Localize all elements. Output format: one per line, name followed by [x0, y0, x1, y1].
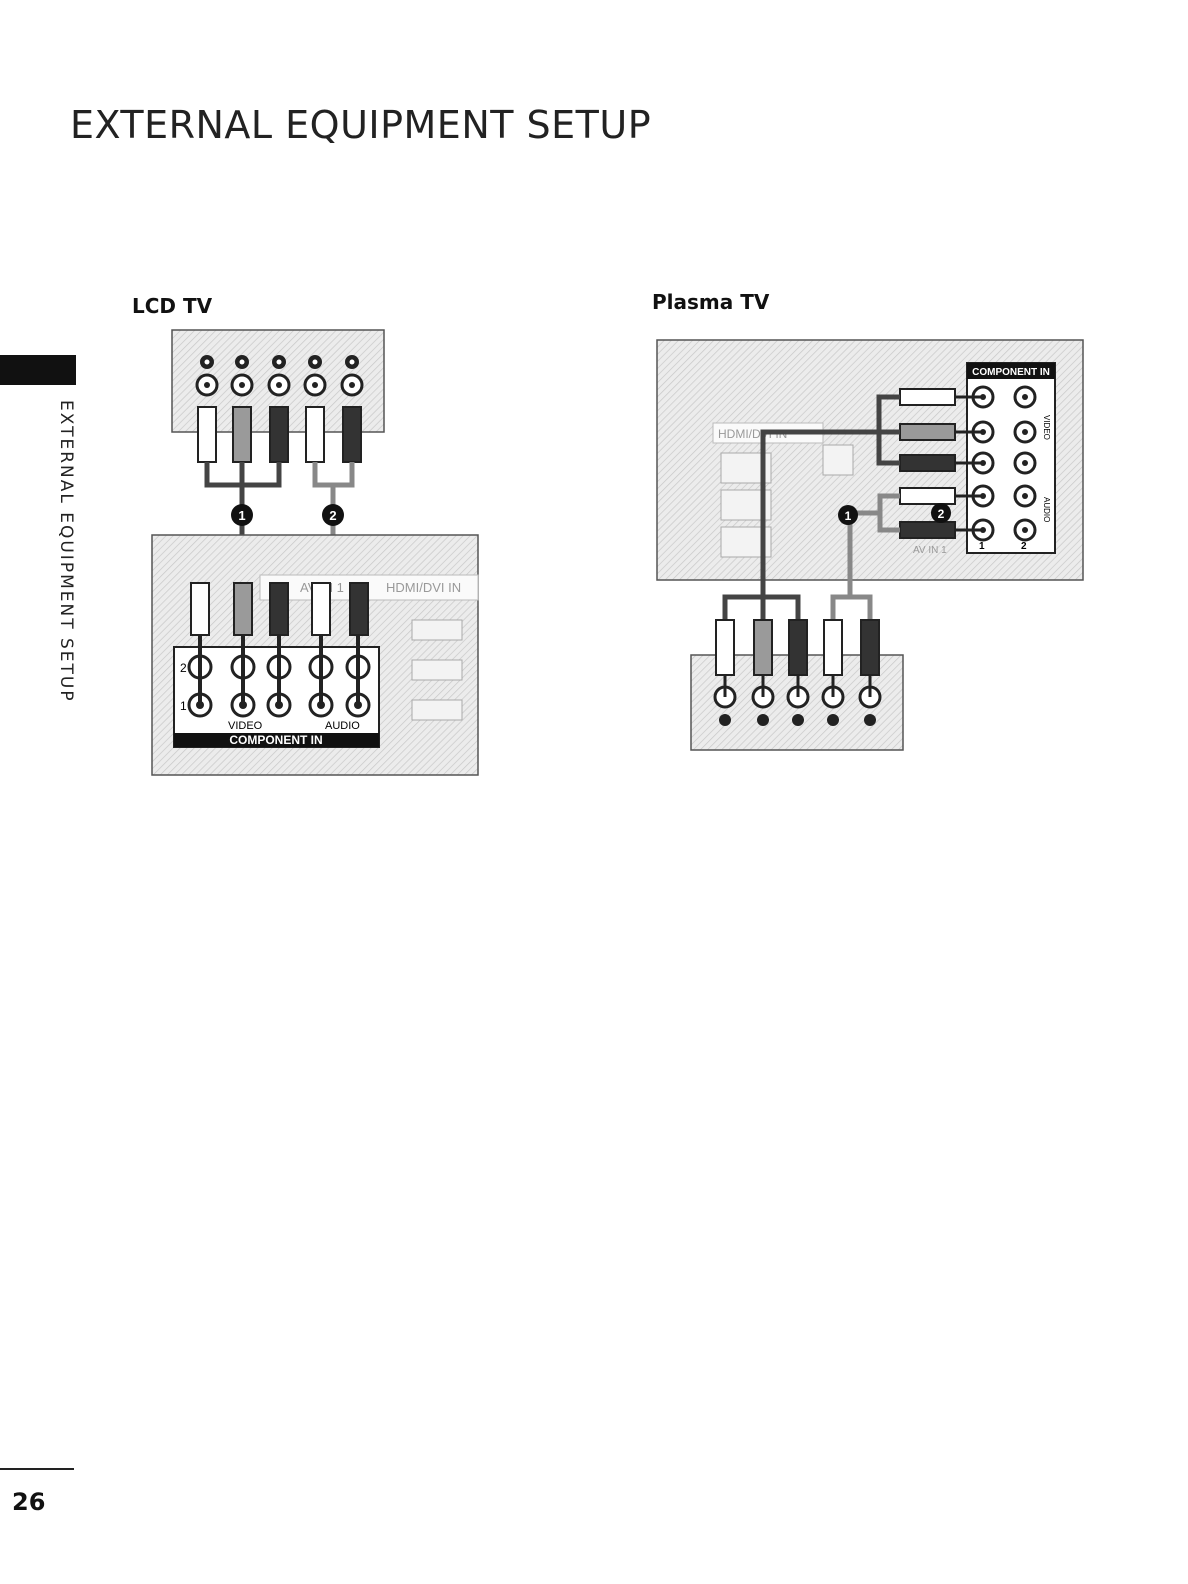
plasma-callout-2: 2: [931, 503, 951, 523]
plug-r-top: [342, 406, 362, 463]
lcd-connection-diagram: 1 2 AV IN 1 HDMI/DVI IN 2 1: [151, 329, 479, 776]
lcd-source-jack-r: [340, 355, 364, 397]
lcd-source-jacks: [195, 355, 364, 397]
plug-pr-top: [269, 406, 289, 463]
plug-l-bottom: [311, 582, 331, 636]
plasma-plug-pr: [899, 454, 956, 472]
plasma-connection-diagram: HDMI/DVI IN AV IN 1 COMPONENT IN 1 2 VID…: [656, 339, 1084, 751]
lcd-top-plugs: [197, 406, 362, 463]
lcd-row-label-1: 1: [180, 699, 187, 713]
lcd-row-label-2: 2: [180, 661, 187, 675]
lcd-component-leads: [198, 635, 360, 705]
plug-pr-bottom: [269, 582, 289, 636]
lcd-source-jack-pr: [267, 355, 291, 397]
plasma-source-plugs: [715, 619, 880, 676]
lcd-component-bar: [174, 733, 379, 747]
page-number: 26: [12, 1488, 46, 1516]
plasma-plug-pb: [899, 423, 956, 441]
svg-text:1: 1: [238, 508, 245, 523]
lcd-callout-2: 2: [322, 504, 344, 526]
footer-rule: [0, 1468, 74, 1470]
lcd-source-jack-y: [195, 355, 219, 397]
plasma-panel-plugs: [899, 388, 956, 539]
plug-y-top: [197, 406, 217, 463]
plasma-plug-l: [899, 487, 956, 505]
lcd-source-jack-pb: [230, 355, 254, 397]
plasma-component-bar: [967, 363, 1055, 379]
plasma-plug-y: [899, 388, 956, 406]
plasma-col-label-2: 2: [1021, 541, 1027, 552]
lcd-tv-label: LCD TV: [132, 294, 213, 318]
section-tab-marker: [0, 355, 76, 385]
plug-pb-bottom: [233, 582, 253, 636]
plasma-video-label: VIDEO: [1042, 415, 1051, 440]
page-title: EXTERNAL EQUIPMENT SETUP: [70, 103, 652, 148]
plug-r-bottom: [349, 582, 369, 636]
plasma-tv-label: Plasma TV: [652, 290, 770, 314]
lcd-bottom-plugs: [190, 582, 369, 636]
lcd-video-label: VIDEO: [228, 720, 263, 732]
plug-pb-top: [232, 406, 252, 463]
plasma-source-jacks: [713, 685, 882, 726]
lcd-hdmi-ports: [411, 619, 463, 721]
plug-l-top: [305, 406, 325, 463]
lcd-hdmi-label: HDMI/DVI IN: [386, 580, 461, 595]
plug-y-bottom: [190, 582, 210, 636]
svg-text:2: 2: [329, 508, 336, 523]
svg-text:1: 1: [845, 509, 852, 523]
plasma-av-in-label: AV IN 1: [913, 545, 947, 556]
plasma-component-in-label: COMPONENT IN: [972, 367, 1050, 378]
plasma-callout-1: 1: [838, 505, 858, 525]
lcd-component-in-label: COMPONENT IN: [229, 733, 322, 747]
plasma-col-label-1: 1: [979, 541, 985, 552]
plasma-plug-r: [899, 521, 956, 539]
plasma-audio-label: AUDIO: [1042, 497, 1051, 522]
lcd-audio-label: AUDIO: [325, 720, 360, 732]
lcd-source-jack-l: [303, 355, 327, 397]
lcd-callout-1: 1: [231, 504, 253, 526]
svg-text:2: 2: [938, 507, 945, 521]
section-side-title: EXTERNAL EQUIPMENT SETUP: [56, 400, 76, 703]
